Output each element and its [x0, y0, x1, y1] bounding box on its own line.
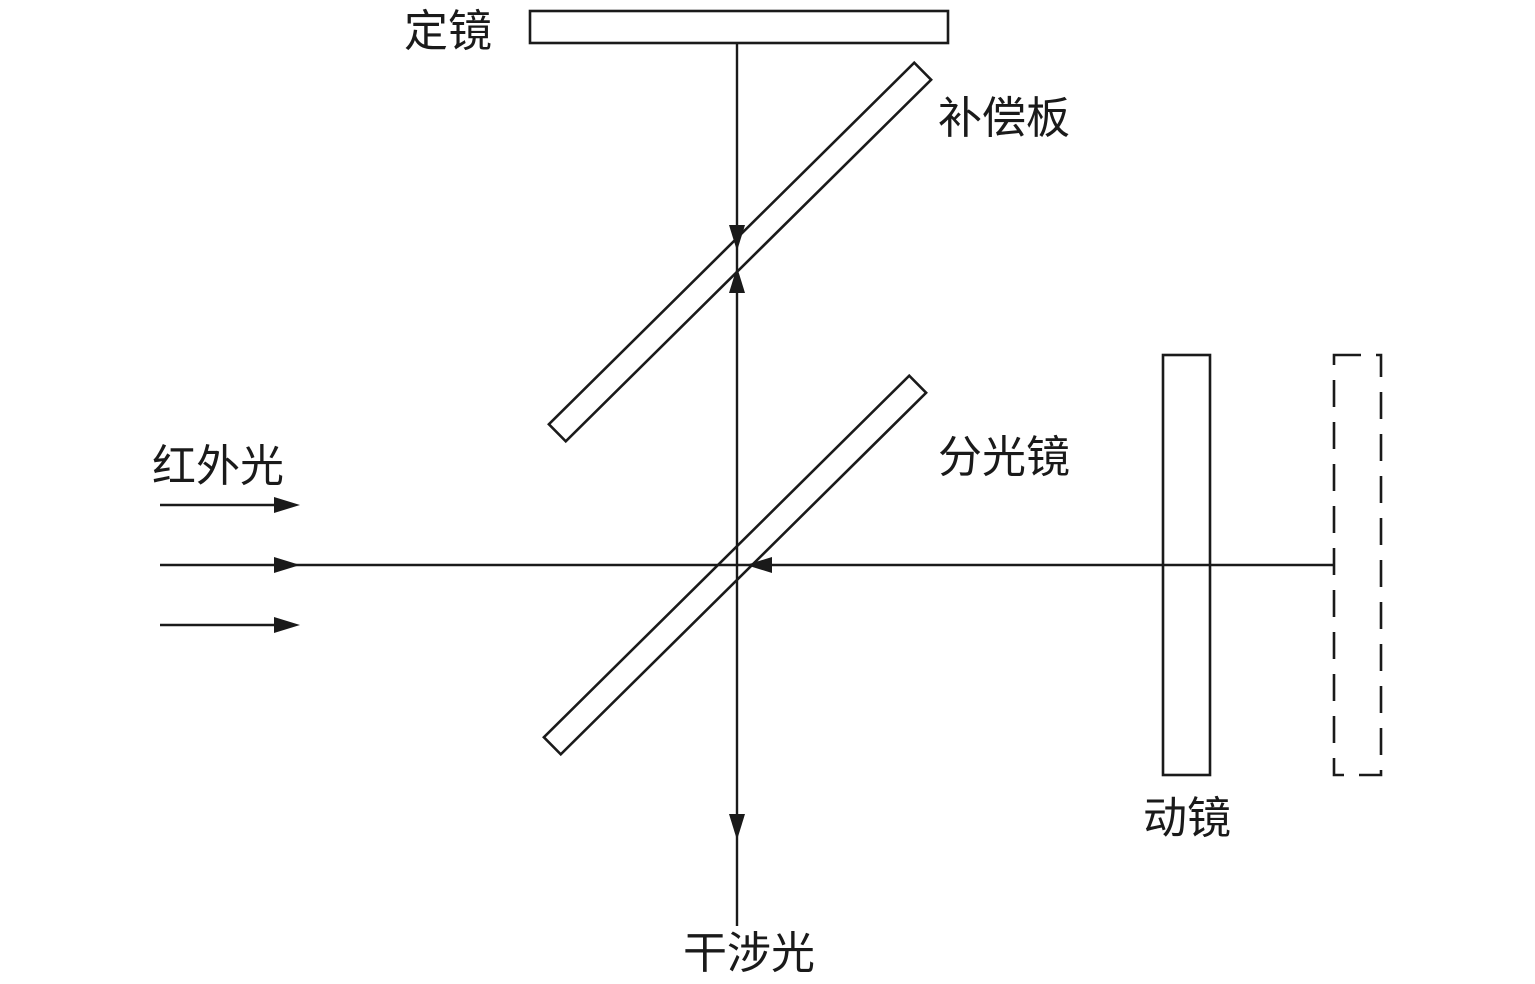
compensation-plate-group — [547, 60, 933, 444]
fixed-mirror — [528, 9, 950, 45]
infrared-light-label: 红外光 — [152, 441, 284, 492]
compensation-plate-label: 补偿板 — [938, 93, 1070, 144]
beam-splitter — [542, 373, 928, 757]
input-arrowhead-bottom — [274, 617, 300, 633]
beam-splitter-label: 分光镜 — [938, 432, 1070, 483]
output-arrowhead-down — [729, 814, 745, 840]
up-arrowhead-to-fixed-mirror — [729, 267, 745, 293]
moving-mirror-label: 动镜 — [1143, 793, 1231, 844]
input-arrowhead-middle — [274, 557, 300, 573]
moving-mirror-ghost — [1332, 353, 1383, 777]
beam-splitter-group — [542, 373, 928, 757]
interference-light-label: 干涉光 — [683, 928, 815, 979]
compensation-plate — [547, 60, 933, 444]
moving-mirror — [1161, 353, 1212, 777]
input-arrowhead-top — [274, 497, 300, 513]
fixed-mirror-label: 定镜 — [404, 6, 492, 57]
return-arrowhead-from-moving-mirror — [746, 557, 772, 573]
